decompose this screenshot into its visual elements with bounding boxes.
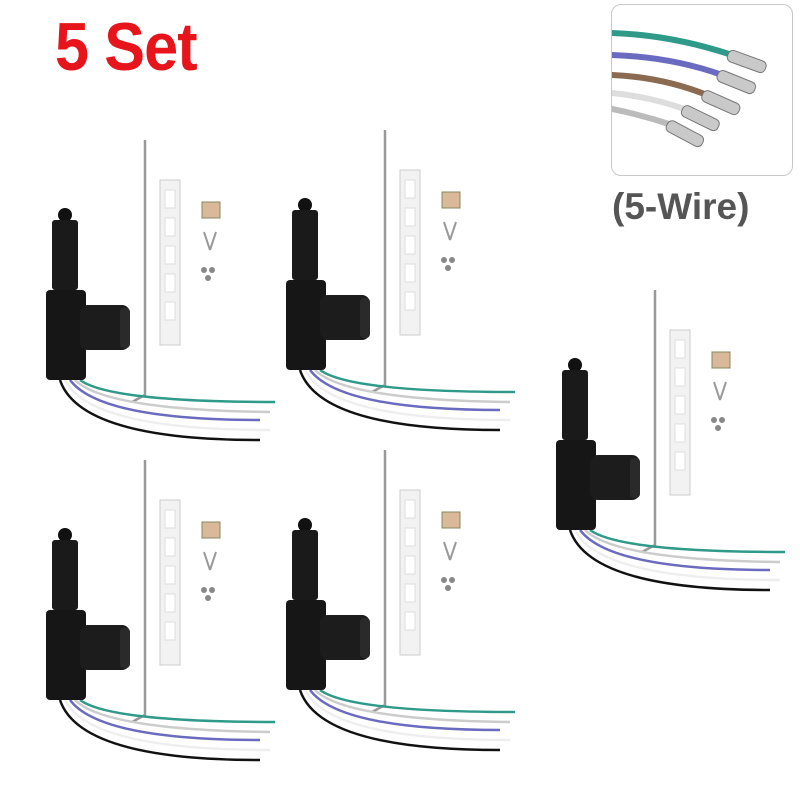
wire-connectors-illustration [612,30,767,148]
actuator-kit [286,130,515,430]
wire-connector-inset [611,4,793,176]
wire-count-label: (5-Wire) [612,186,750,227]
actuator-kit [286,450,515,750]
actuator-kit [46,140,275,440]
actuator-kit [46,460,275,760]
set-count-title: 5 Set [55,9,198,85]
actuator-kit [556,290,785,590]
